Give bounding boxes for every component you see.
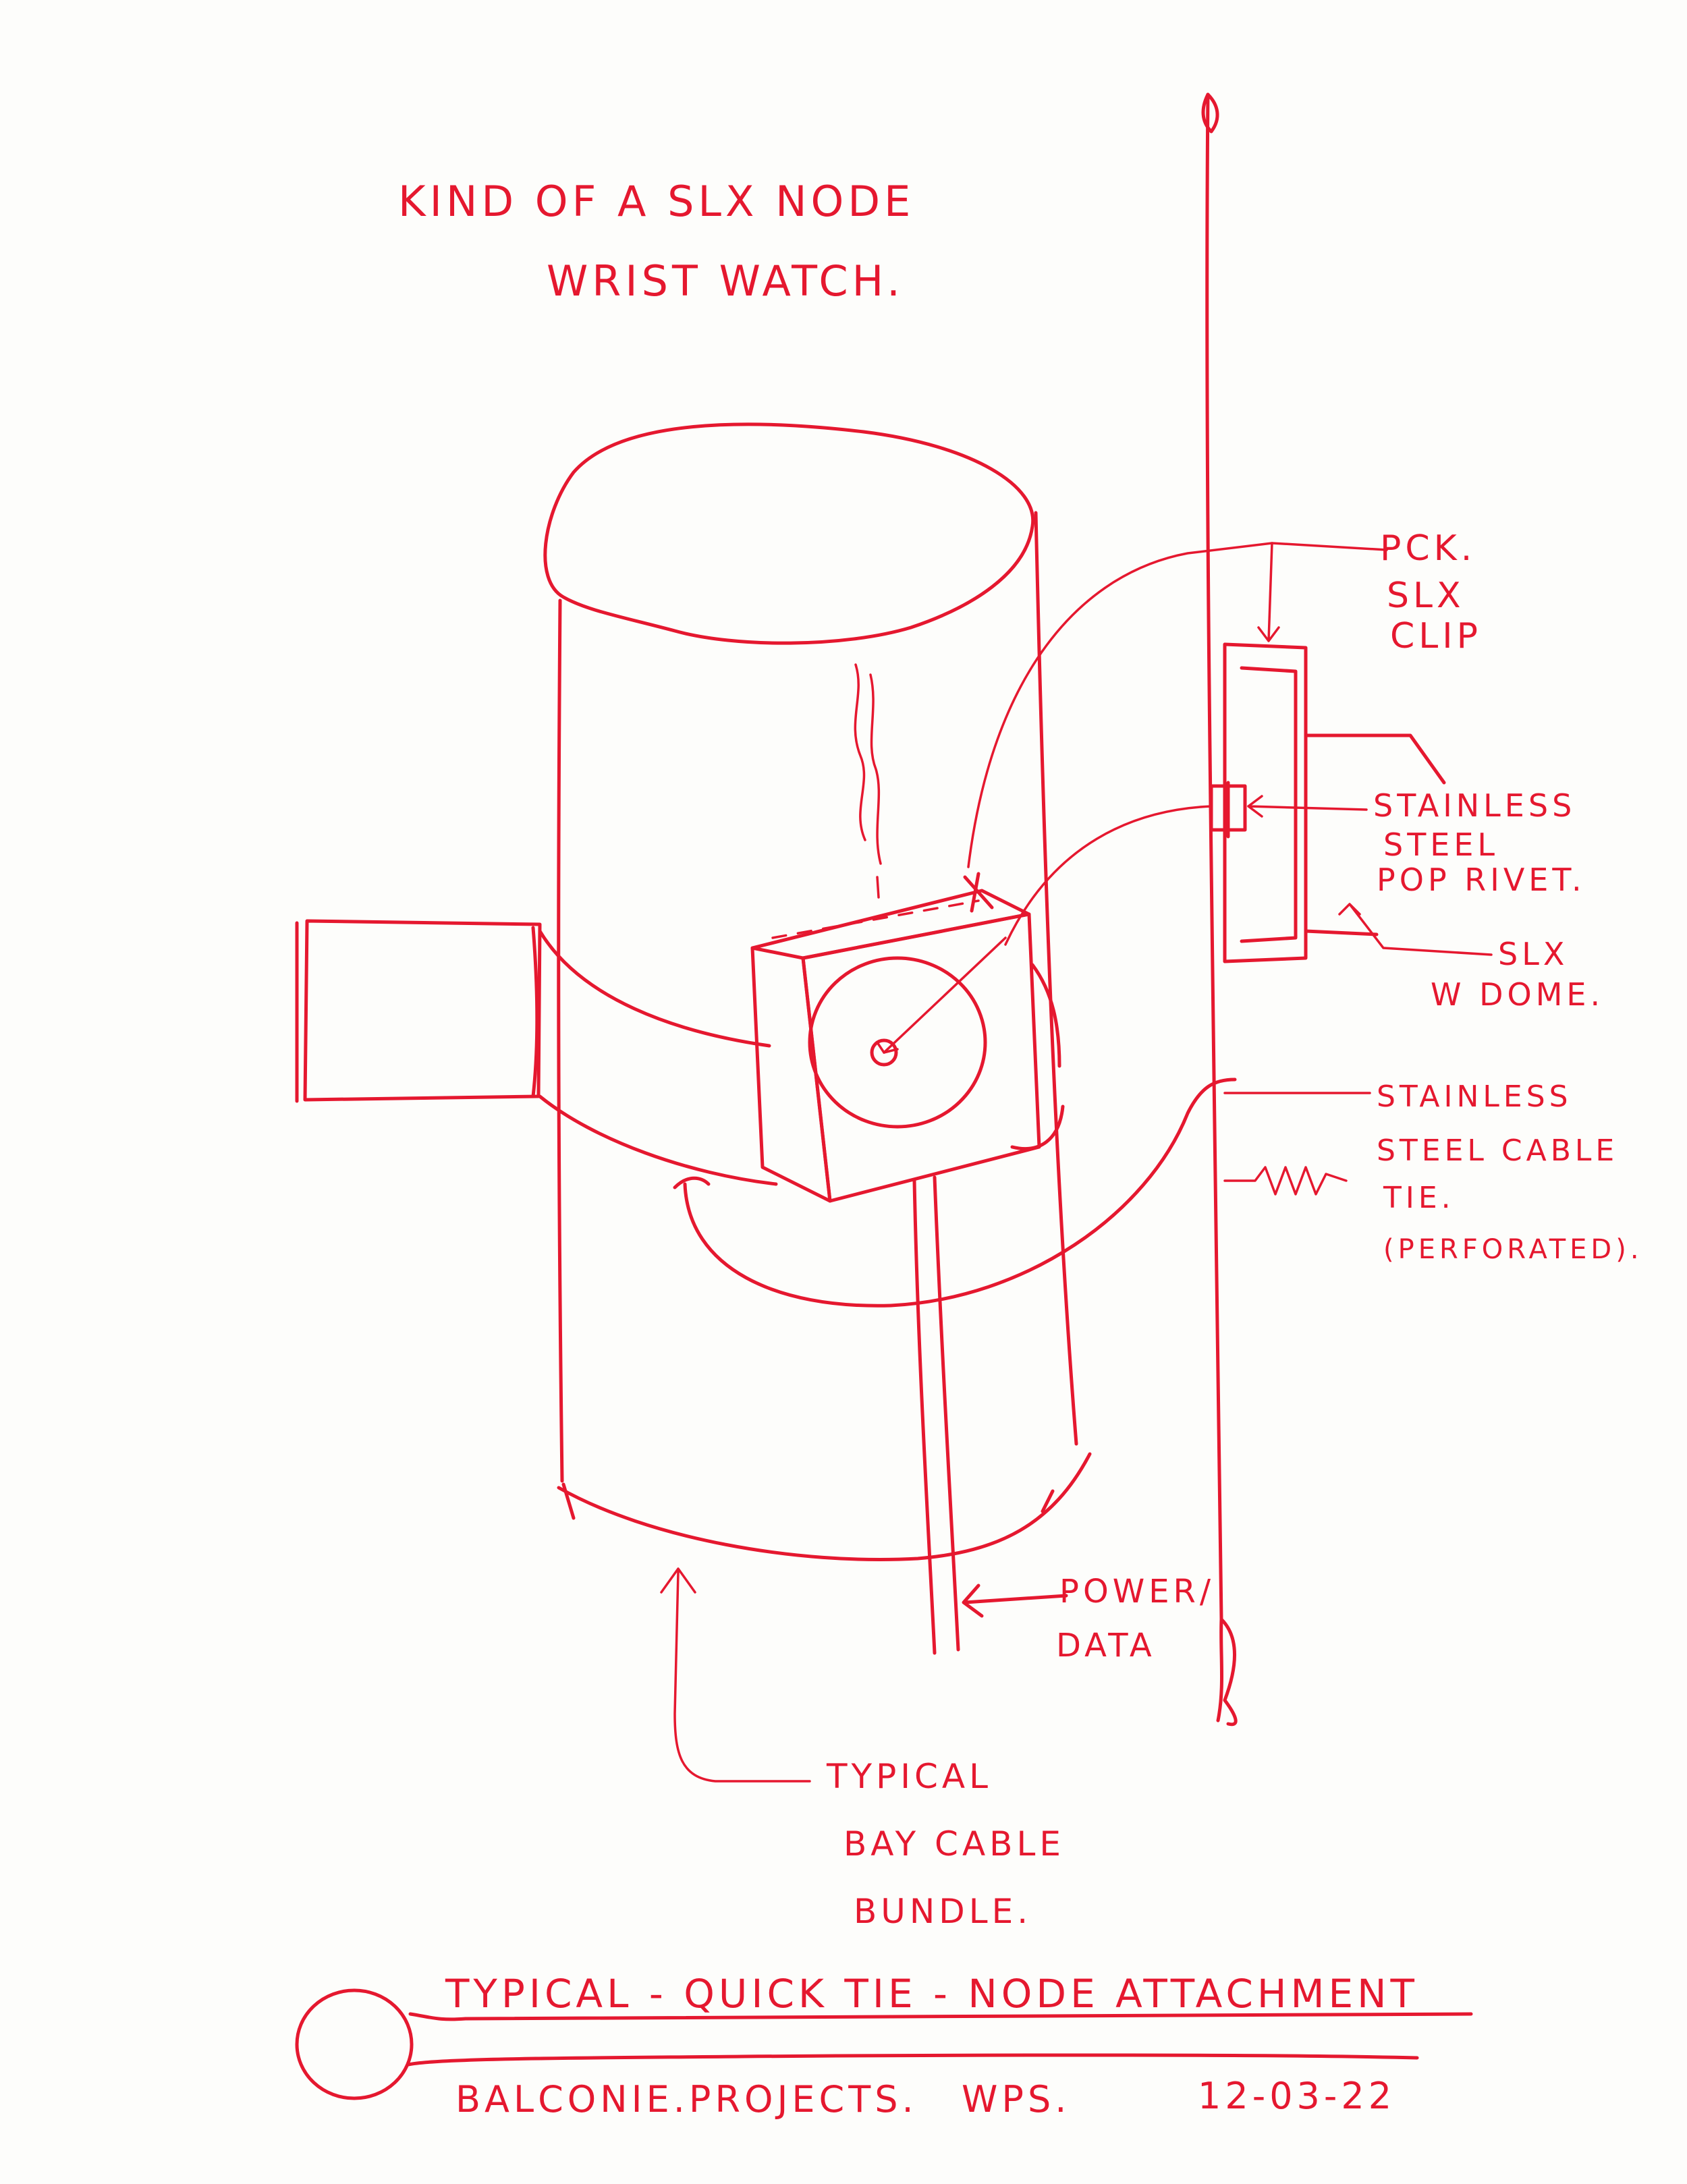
node-box-side xyxy=(750,946,832,1203)
power-data-cable xyxy=(912,1175,1068,1655)
label-dome-1: SLX xyxy=(1498,936,1568,972)
label-rivet-3: POP RIVET. xyxy=(1377,862,1586,898)
label-power-2: DATA xyxy=(1056,1627,1156,1664)
cylinder-top-ellipse xyxy=(543,422,1035,645)
strap-top-front-curve xyxy=(538,929,771,1048)
mullion-rail-top-tip xyxy=(1201,92,1219,134)
mullion-rail-line xyxy=(1205,92,1224,1723)
cylinder-left-side xyxy=(557,598,564,1483)
pop-rivet xyxy=(1209,781,1247,839)
clip-bracket-inner xyxy=(1240,666,1298,943)
node-dome-arrowhead xyxy=(876,1041,899,1054)
label-tie-4: (PERFORATED). xyxy=(1383,1234,1643,1265)
leader-rivet-to-node xyxy=(1004,805,1213,946)
heading-line-2: WRIST WATCH. xyxy=(547,256,904,306)
label-pck-2: SLX xyxy=(1387,576,1465,616)
leader-bundle xyxy=(660,1567,811,1783)
node-dome-center xyxy=(870,1038,898,1067)
heading-line-1: KIND OF A SLX NODE xyxy=(398,177,914,226)
label-rivet-2: STEEL xyxy=(1383,827,1499,863)
strap-right-top xyxy=(1030,963,1061,1068)
label-pck-1: PCK. xyxy=(1380,528,1476,569)
label-tie-2: STEEL CABLE xyxy=(1377,1133,1618,1168)
label-pck-3: CLIP xyxy=(1390,616,1482,656)
leader-lines xyxy=(660,542,1493,1783)
cylinder-shade-squiggle-2 xyxy=(869,673,882,865)
leader-node-to-clip xyxy=(967,542,1273,868)
title-underline xyxy=(406,2012,1473,2067)
callout-labels: PCK. SLX CLIP STAINLESS STEEL POP RIVET.… xyxy=(826,528,1643,1931)
cylinder-shade-squiggle-1 xyxy=(854,663,866,841)
power-cable-arrow xyxy=(962,1584,1068,1618)
label-bundle-3: BUNDLE. xyxy=(854,1892,1032,1931)
node-box-front xyxy=(801,912,1041,1203)
label-dome-2: W DOME. xyxy=(1431,976,1604,1013)
mullion-rail-bottom-tail xyxy=(1219,1617,1238,1727)
leader-dome xyxy=(1338,903,1493,956)
strap-right-bottom xyxy=(1010,1104,1065,1150)
clip-lower-arm xyxy=(1304,902,1379,936)
clip-bracket xyxy=(1223,642,1308,963)
node-dome-circle xyxy=(808,956,987,1129)
strap-loop-hook xyxy=(673,1176,711,1189)
cable-tie-strap xyxy=(295,919,1237,1308)
date-text: 12-03-22 xyxy=(1198,2075,1395,2117)
label-power-1: POWER/ xyxy=(1059,1573,1215,1611)
node-box xyxy=(750,872,1041,1203)
title-text: TYPICAL - QUICK TIE - NODE ATTACHMENT xyxy=(445,1971,1418,2017)
strap-left-tab-outline xyxy=(303,919,542,1102)
power-cable-line-1 xyxy=(912,1179,937,1655)
title-block: TYPICAL - QUICK TIE - NODE ATTACHMENT BA… xyxy=(295,1971,1473,2121)
detail-bubble xyxy=(295,1988,414,2100)
strap-back-band xyxy=(531,926,539,1098)
power-cable-line-2 xyxy=(933,1175,960,1652)
label-bundle-1: TYPICAL xyxy=(826,1757,992,1796)
cable-bundle-cylinder xyxy=(543,422,1092,1561)
cylinder-bottom-curve-tick xyxy=(561,1482,1055,1520)
project-text: BALCONIE.PROJECTS. xyxy=(455,2078,918,2121)
leader-pck-clip xyxy=(1257,542,1388,642)
label-tie-1: STAINLESS xyxy=(1377,1080,1572,1114)
label-bundle-2: BAY CABLE xyxy=(844,1824,1065,1864)
cylinder-shade-dash xyxy=(876,876,880,899)
perforated-tie-symbol xyxy=(1223,1166,1348,1196)
node-dome-pointer xyxy=(883,936,1007,1054)
label-rivet-1: STAINLESS xyxy=(1373,787,1576,824)
author-text: WPS. xyxy=(962,2078,1070,2121)
strap-loop-under xyxy=(683,1077,1237,1308)
leader-rivet xyxy=(1247,795,1368,818)
strap-bottom-front-curve xyxy=(538,1094,778,1186)
node-box-corner-tick xyxy=(963,872,994,913)
mullion-rail xyxy=(1201,92,1446,1727)
label-tie-3: TIE. xyxy=(1383,1181,1455,1215)
clip-upper-arm xyxy=(1304,713,1446,785)
cylinder-bottom-curve xyxy=(557,1452,1092,1561)
heading: KIND OF A SLX NODE WRIST WATCH. xyxy=(398,177,914,306)
cylinder-right-side xyxy=(1034,511,1078,1446)
node-box-top xyxy=(750,889,1031,960)
node-box-top-dashes xyxy=(771,899,980,939)
